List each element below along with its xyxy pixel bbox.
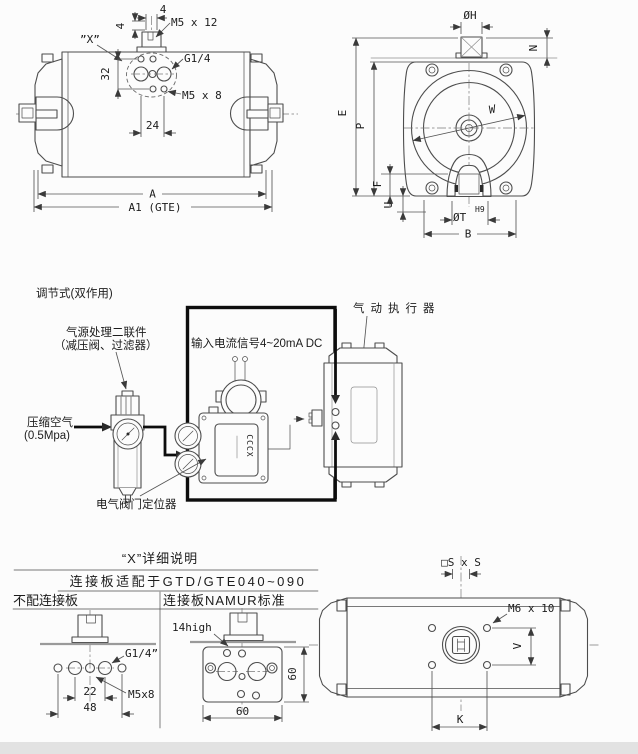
- electro-pneumatic-positioner: CCCX: [174, 356, 269, 484]
- air-supply-unit-label-2: （减压阀、过滤器）: [54, 338, 158, 352]
- actuator-top-view: □S x S M6 x 10 V K: [309, 556, 601, 731]
- air-flow-arrow: [102, 422, 112, 432]
- detail-label-m5x8: M5x8: [128, 688, 155, 701]
- detail-dim-48: 48: [83, 701, 96, 714]
- dim-square-sxs: □S x S: [441, 556, 481, 569]
- dim-dia-h: ØH: [463, 9, 476, 22]
- control-schematic: 调节式(双作用) 气源处理二联件 （减压阀、过滤器） 输入电流信号4~20mA …: [24, 287, 441, 511]
- air-filter-regulator: [110, 390, 145, 503]
- dim-u: U: [382, 202, 395, 209]
- left-column-header: 不配连接板: [13, 593, 78, 608]
- dim-n: N: [527, 45, 540, 52]
- plate-height-label: 14high: [172, 621, 212, 634]
- label-m5x8: M5 x 8: [182, 89, 222, 102]
- positioner-marking: CCCX: [245, 434, 254, 457]
- dim-4-left: 4: [114, 22, 127, 29]
- detail-title: “X”详细说明: [122, 551, 198, 566]
- x-detail-section: “X”详细说明 连接板适配于GTD/GTE040~090 不配连接板 连接板NA…: [12, 551, 601, 731]
- namur-dim-height: 60: [286, 667, 299, 680]
- pneumatic-actuator-schematic: [308, 342, 403, 488]
- page-edge-band: [0, 742, 638, 754]
- dim-e: E: [336, 110, 349, 117]
- namur-dim-width: 60: [236, 705, 249, 718]
- compressed-air-label-2: (0.5Mpa): [24, 430, 70, 442]
- dim-32: 32: [99, 67, 112, 80]
- x-marker-label: ”X”: [80, 33, 100, 46]
- port-arrow-down: [331, 395, 340, 404]
- air-supply-unit-label-1: 气源处理二联件: [66, 325, 147, 339]
- namur-plate-detail: 14high 60 60: [172, 608, 309, 722]
- no-plate-detail: G1/4” M5x8 22 48: [40, 610, 158, 718]
- positioner-label: 电气阀门定位器: [96, 497, 177, 511]
- right-column-header: 连接板NAMUR标准: [163, 593, 286, 608]
- dim-b: B: [465, 228, 472, 241]
- dim-a1: A1 (GTE): [129, 201, 182, 214]
- label-g14: G1/4: [184, 52, 211, 65]
- label-m6x10: M6 x 10: [508, 602, 554, 615]
- detail-dim-22: 22: [83, 685, 96, 698]
- dim-4-top: 4: [160, 3, 167, 16]
- dim-w: W: [488, 102, 499, 116]
- actuator-side-view: 4 4 ”X” M5 x 12 G1/4 M5 x 8 32 24 A: [16, 3, 298, 214]
- dim-v: V: [511, 642, 524, 649]
- label-m5x12: M5 x 12: [171, 16, 217, 29]
- detail-subtitle: 连接板适配于GTD/GTE040~090: [70, 574, 307, 589]
- dim-dia-t: ØT: [453, 211, 467, 224]
- dim-f: F: [371, 181, 384, 188]
- actuator-label: 气动执行器: [353, 301, 441, 315]
- schematic-title: 调节式(双作用): [36, 287, 113, 300]
- port-arrow-up: [331, 431, 340, 440]
- compressed-air-label-1: 压缩空气: [27, 415, 73, 429]
- dim-24: 24: [146, 119, 160, 132]
- air-inlet-connector: [311, 409, 323, 427]
- dim-a: A: [149, 188, 156, 201]
- detail-label-g14: G1/4”: [125, 647, 158, 660]
- input-signal-label: 输入电流信号4~20mA DC: [191, 336, 322, 350]
- dim-p: P: [354, 122, 367, 129]
- actuator-end-view: W ØH N E P F U: [336, 9, 558, 241]
- dim-k: K: [457, 713, 464, 726]
- dim-h9-tolerance: H9: [475, 205, 485, 214]
